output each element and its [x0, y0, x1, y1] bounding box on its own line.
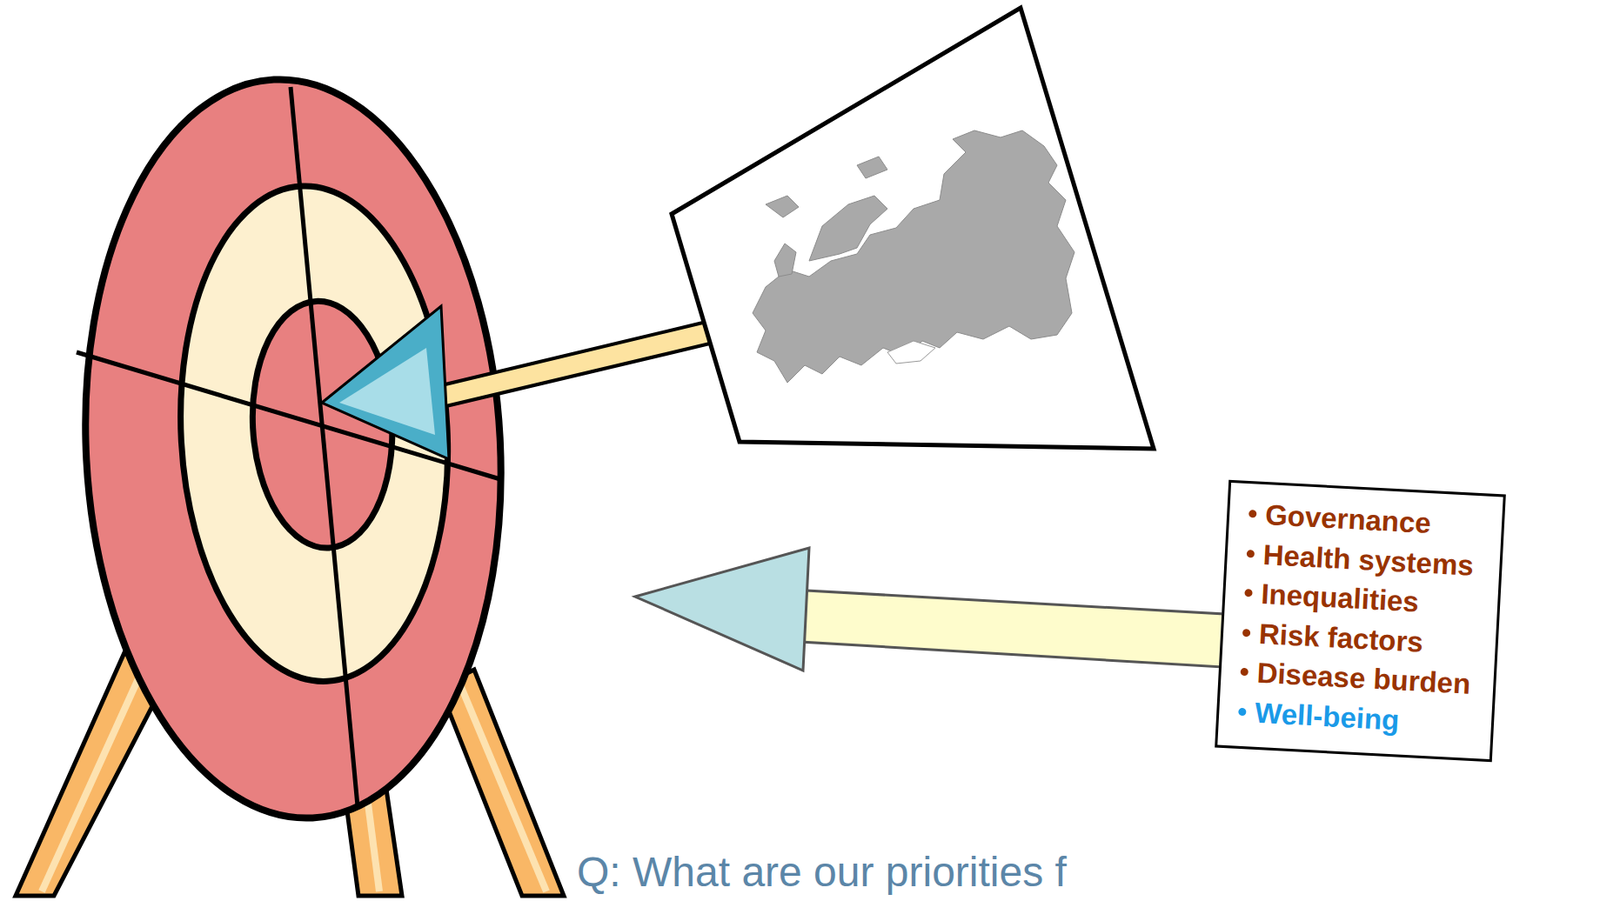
- bullet-dot: [1242, 629, 1251, 637]
- easel-leg-highlight: [459, 682, 547, 892]
- target: [66, 68, 520, 830]
- list-text: Well-being: [1253, 692, 1400, 740]
- list-box: GovernanceHealth systemsInequalitiesRisk…: [1214, 480, 1507, 763]
- bullet-dot: [1238, 708, 1246, 717]
- target-middle-ring: [167, 179, 460, 689]
- arrow-head: [321, 306, 449, 460]
- bullet-dot: [1244, 589, 1252, 597]
- map-svalbard: [856, 156, 888, 179]
- map-iceland: [765, 195, 799, 218]
- bullet-dot: [1248, 509, 1257, 518]
- crosshair-line: [290, 87, 358, 807]
- map-black-sea: [887, 341, 936, 364]
- target-outer-ring: [66, 68, 520, 830]
- easel-leg: [439, 669, 564, 897]
- list-text: Health systems: [1262, 535, 1475, 586]
- question-text: Q: What are our priorities f: [576, 848, 1067, 897]
- list-text: Inequalities: [1259, 574, 1420, 623]
- arrow-shaft: [785, 589, 1240, 669]
- europe-map: [752, 130, 1075, 383]
- arrow-with-map: [321, 7, 1154, 460]
- map-mainland: [752, 130, 1075, 383]
- bullet-dot: [1240, 668, 1249, 677]
- arrow-shaft: [408, 321, 710, 415]
- list-text: Governance: [1264, 495, 1433, 543]
- map-scandinavia: [809, 195, 888, 262]
- list-text: Risk factors: [1258, 614, 1425, 663]
- map-britain: [774, 243, 797, 277]
- bullet-dot: [1246, 549, 1255, 558]
- arrow-head: [635, 548, 810, 671]
- arrow-head-highlight: [339, 348, 436, 436]
- arrow-from-list: [635, 548, 1240, 671]
- map-flag: [671, 7, 1154, 449]
